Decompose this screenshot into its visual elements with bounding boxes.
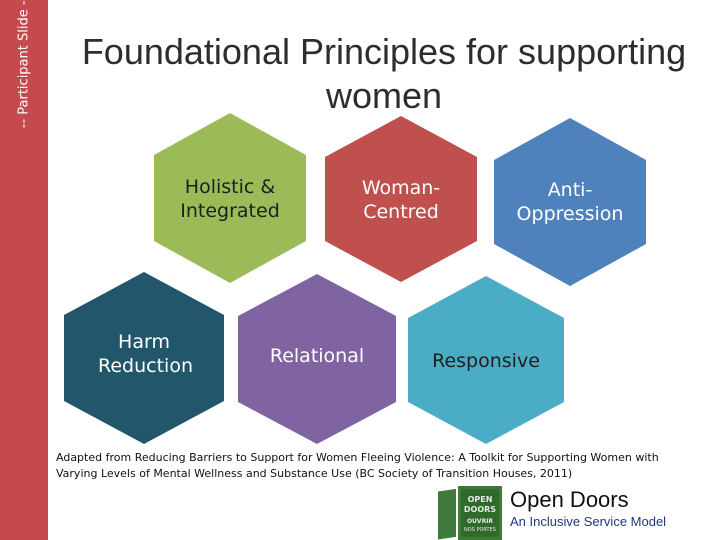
sidebar-band: -- Participant Slide -- bbox=[0, 0, 48, 540]
hexagon-shape bbox=[154, 113, 306, 283]
principle-label: Anti-Oppression bbox=[516, 179, 624, 225]
hexagon-shape bbox=[64, 272, 224, 444]
hex-woman-centred: Woman-Centred bbox=[325, 116, 477, 282]
hex-responsive: Responsive bbox=[408, 276, 564, 444]
source-citation: Adapted from Reducing Barriers to Suppor… bbox=[56, 451, 659, 480]
hexagon-shape bbox=[408, 276, 564, 444]
principle-label: Relational bbox=[269, 345, 365, 367]
logo-text-line: NOS PORTES bbox=[464, 527, 496, 533]
principle-label: Responsive bbox=[432, 350, 540, 372]
brand-tagline: An Inclusive Service Model bbox=[510, 514, 667, 529]
principle-label: Holistic & Integrated bbox=[180, 176, 280, 222]
hex-holistic-integrated: Holistic & Integrated bbox=[154, 113, 306, 283]
hex-relational: Relational bbox=[238, 274, 396, 444]
slide-title: Foundational Principles for supporting w… bbox=[81, 31, 687, 116]
hex-anti-oppression: Anti-Oppression bbox=[494, 118, 646, 286]
hexagon-shape bbox=[238, 274, 396, 444]
hexagon-shape bbox=[494, 118, 646, 286]
principle-label: Woman-Centred bbox=[361, 177, 441, 223]
hex-harm-reduction: Harm Reduction bbox=[64, 272, 224, 444]
participant-slide-label: -- Participant Slide -- bbox=[16, 0, 32, 129]
logo-text-line: OPEN bbox=[468, 495, 493, 504]
brand-name: Open Doors bbox=[510, 487, 629, 512]
logo-text-line: OUVRIR bbox=[467, 518, 493, 525]
logo-text-line: DOORS bbox=[464, 505, 496, 514]
open-doors-logo-icon: OPEN DOORS OUVRIR NOS PORTES bbox=[438, 486, 502, 540]
hexagon-shape bbox=[325, 116, 477, 282]
principle-label: Harm Reduction bbox=[98, 331, 193, 377]
